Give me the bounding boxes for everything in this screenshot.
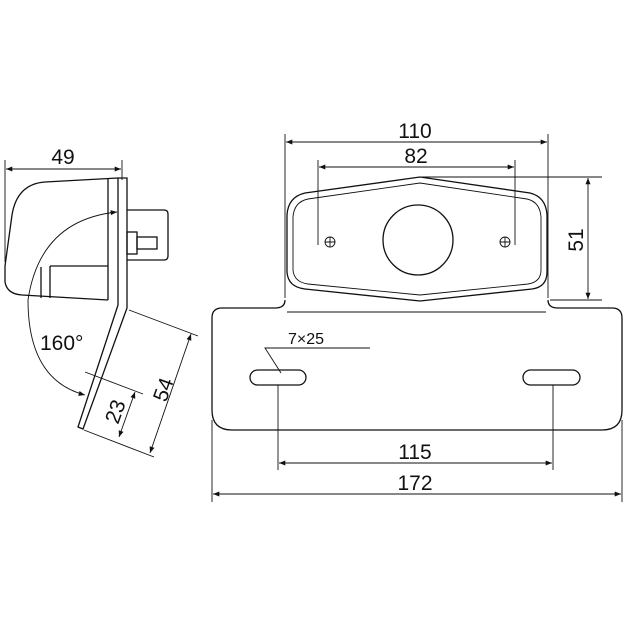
- side-view: 160° 49 54 23: [4, 146, 199, 458]
- license-plate-bracket: [211, 299, 623, 431]
- lamp-lens-outline: [292, 182, 542, 296]
- bolt-cover: [127, 209, 169, 261]
- offset-label-23: 23: [101, 397, 131, 427]
- length-label-54: 54: [149, 375, 179, 405]
- spacing-label-115: 115: [398, 441, 431, 464]
- lamp-housing-side: [4, 177, 119, 301]
- width-label-172: 172: [397, 472, 432, 495]
- bolt: [136, 236, 158, 250]
- bracket-side: [77, 177, 128, 430]
- housing-base-step: [40, 265, 108, 298]
- extension-line: [84, 371, 144, 395]
- width-label-110: 110: [398, 120, 431, 143]
- angle-label: 160°: [40, 332, 83, 355]
- screw-left-icon: [324, 236, 336, 248]
- dimension-line-23: [118, 391, 136, 438]
- screw-right-icon: [499, 236, 511, 248]
- nut: [126, 231, 138, 255]
- extension-line: [83, 429, 155, 458]
- slot-size-label: 7×25: [288, 331, 324, 348]
- slot-leader: [264, 347, 370, 374]
- extension-line: [128, 309, 199, 337]
- lamp-window: [382, 204, 454, 276]
- height-label-51: 51: [565, 228, 588, 251]
- spacing-label-82: 82: [404, 145, 427, 168]
- width-label-49: 49: [51, 146, 74, 169]
- dimension-line-54: [149, 333, 192, 454]
- front-view: 7×25 110 82 51 115 172: [211, 120, 623, 502]
- mounting-slot-left: [249, 369, 307, 386]
- mounting-slot-right: [522, 369, 581, 386]
- angle-arc: [27, 210, 118, 396]
- lamp-housing-front: [286, 176, 548, 302]
